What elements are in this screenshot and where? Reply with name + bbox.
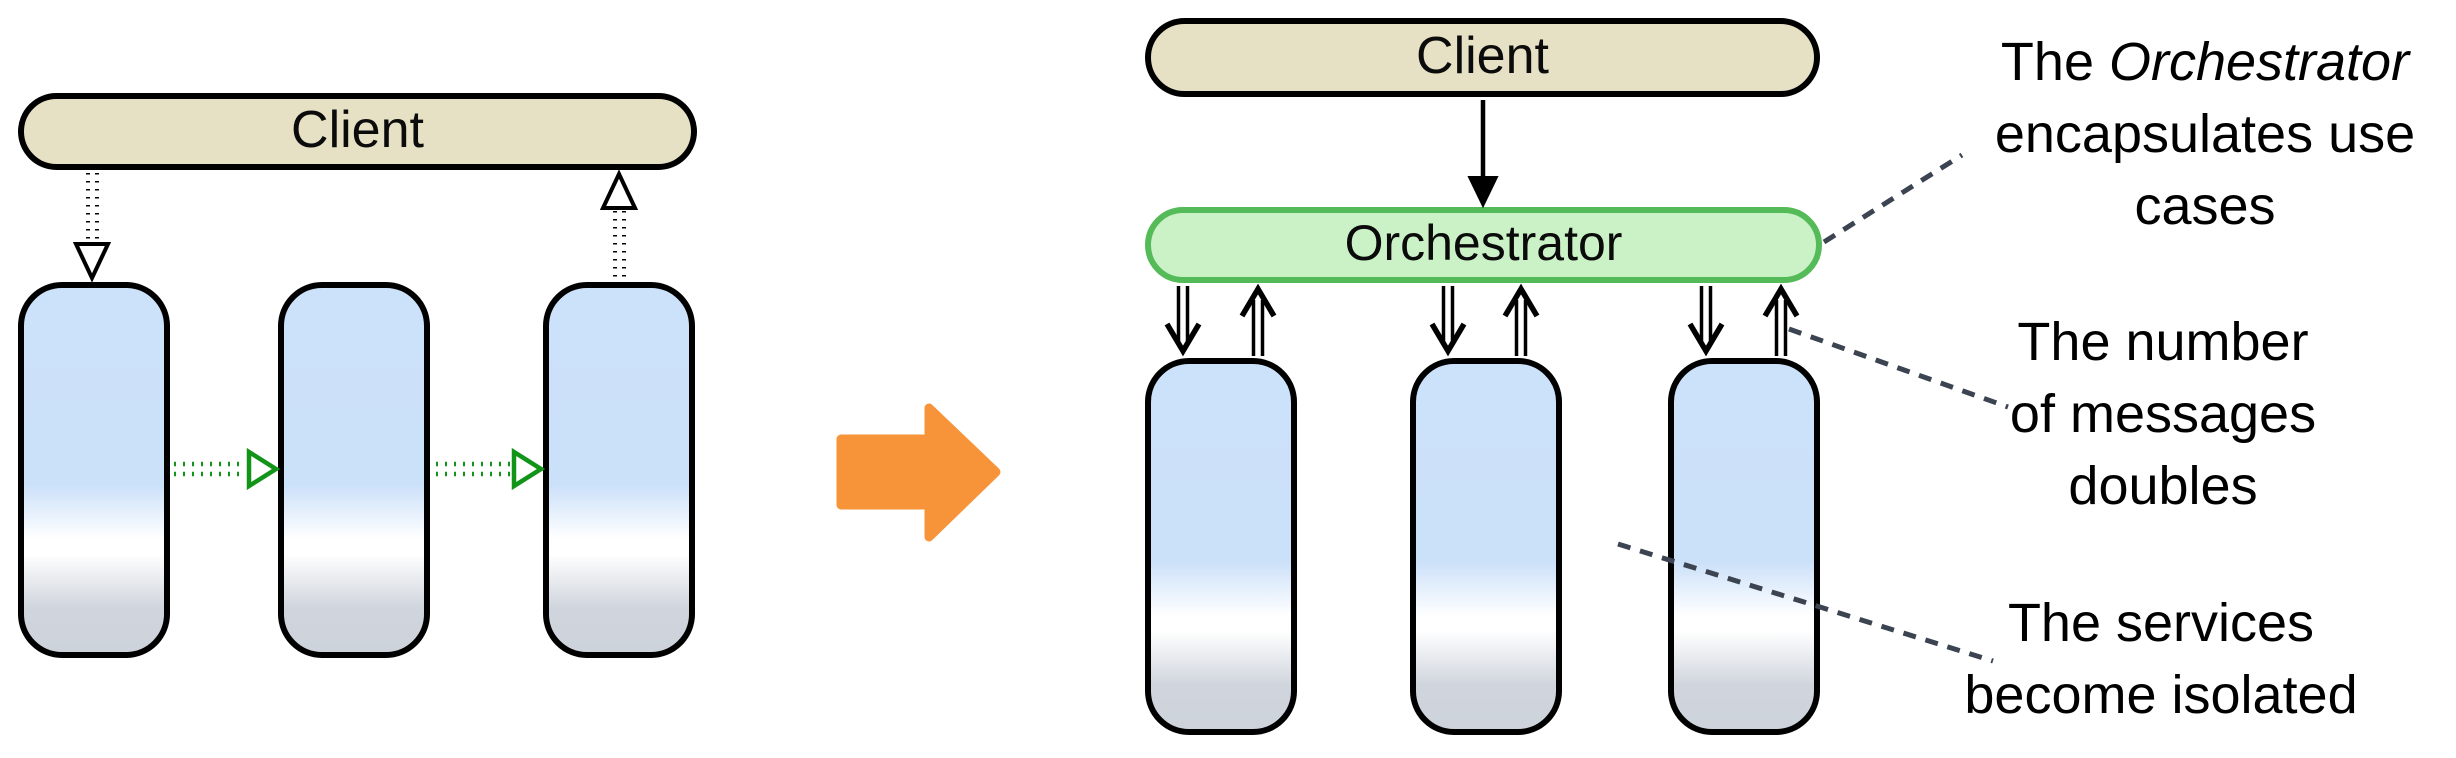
- orchestrator-note-line3: cases: [2134, 176, 2276, 236]
- orchestrator-note-line1: The Orchestrator: [2000, 32, 2410, 92]
- orchestrator-to-service3-down-arrow-icon: [1687, 286, 1725, 357]
- isolation-note: The services become isolated: [1951, 587, 2371, 731]
- orchestrator-note-leader-line: [1822, 152, 1964, 245]
- left-service-box-1: [18, 282, 170, 658]
- client-to-service-dotted-arrow-icon: [72, 173, 112, 283]
- service2-to-orchestrator-up-arrow-icon: [1502, 283, 1540, 356]
- orchestrator-label: Orchestrator: [1344, 215, 1623, 271]
- right-client-label: Client: [1416, 26, 1549, 85]
- right-service-box-3: [1668, 358, 1820, 735]
- left-client-label: Client: [291, 100, 424, 159]
- right-client-box: Client: [1145, 18, 1820, 97]
- orchestrator-box: Orchestrator: [1145, 207, 1822, 283]
- isolation-note-line1: The services: [2007, 593, 2315, 653]
- service2-to-service3-arrow-icon: [436, 447, 546, 491]
- transform-arrow-icon: [836, 403, 1001, 542]
- orchestrator-to-service1-down-arrow-icon: [1164, 286, 1202, 357]
- isolation-note-line2: become isolated: [1964, 665, 2358, 725]
- messages-note-line2: of messages: [2009, 384, 2317, 444]
- left-service-box-3: [543, 282, 695, 658]
- service-to-client-dotted-arrow-icon: [599, 169, 639, 280]
- right-service-box-2: [1410, 358, 1562, 735]
- service3-to-orchestrator-up-arrow-icon: [1762, 283, 1800, 356]
- client-to-orchestrator-arrow-icon: [1467, 100, 1499, 209]
- orchestrator-to-service2-down-arrow-icon: [1429, 286, 1467, 357]
- messages-note: The number of messages doubles: [2003, 306, 2323, 522]
- messages-note-line1: The number: [2017, 312, 2309, 372]
- messages-note-line3: doubles: [2068, 456, 2258, 516]
- left-service-box-2: [278, 282, 430, 658]
- messages-note-leader-line: [1788, 326, 2009, 410]
- isolation-note-leader-line: [1617, 541, 1994, 664]
- orchestrator-note: The Orchestrator encapsulates use cases: [1955, 26, 2455, 242]
- service1-to-service2-arrow-icon: [174, 447, 281, 491]
- orchestrator-note-line2: encapsulates use: [1994, 104, 2416, 164]
- right-service-box-1: [1145, 358, 1297, 735]
- left-client-box: Client: [18, 93, 697, 170]
- service1-to-orchestrator-up-arrow-icon: [1239, 283, 1277, 356]
